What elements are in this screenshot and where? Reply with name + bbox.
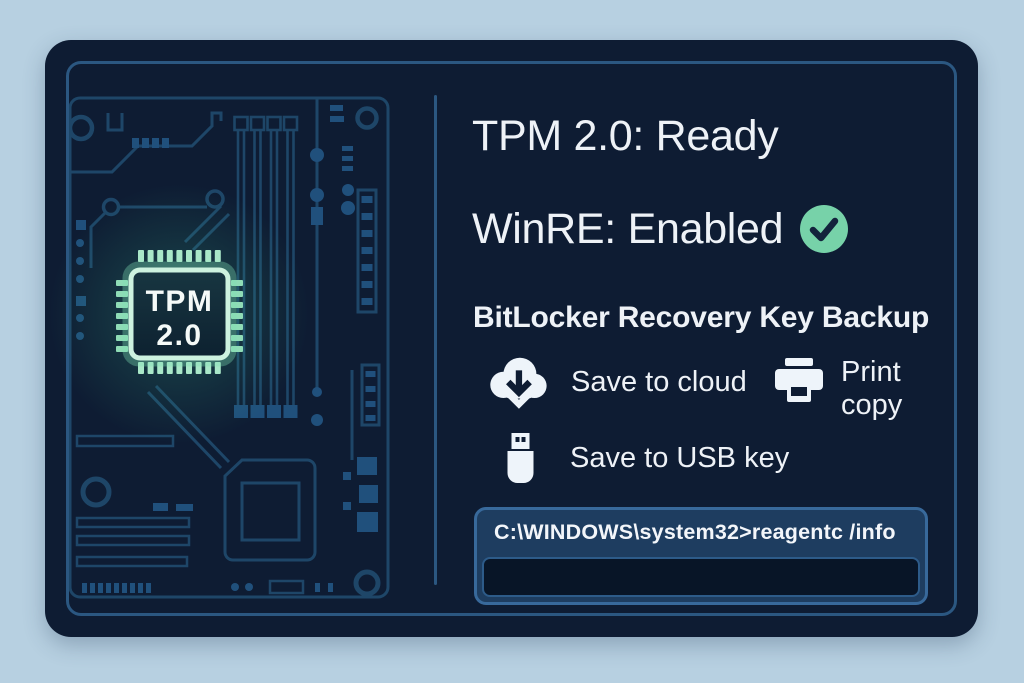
- chip-label-line1: TPM: [146, 285, 214, 318]
- option-save-to-usb: Save to USB key: [507, 431, 789, 485]
- save-to-usb-label: Save to USB key: [570, 441, 790, 474]
- option-print-copy: Print copy: [775, 354, 941, 422]
- mount-hole-top-right: [355, 106, 379, 130]
- bitlocker-title: BitLocker Recovery Key Backup: [473, 301, 930, 334]
- tpm-status-text: TPM 2.0: Ready: [472, 112, 779, 160]
- chip-label-line2: 2.0: [156, 319, 202, 352]
- cloud-download-icon: [490, 357, 547, 409]
- usb-drive-icon: [507, 433, 534, 483]
- terminal-command-text: C:\WINDOWS\system32>reagentc /info: [494, 520, 896, 544]
- print-copy-label: Print copy: [841, 356, 903, 421]
- terminal-command-bar: C:\WINDOWS\system32>reagentc /info: [477, 510, 925, 555]
- infographic-card: TPM 2.0 TPM 2.0: Ready WinRE: Enabled Bi…: [45, 40, 978, 637]
- chipset-outline: [223, 458, 317, 562]
- motherboard-illustration: TPM 2.0: [49, 96, 390, 599]
- winre-status-line: WinRE: Enabled: [472, 200, 849, 258]
- check-icon: [800, 205, 849, 253]
- save-to-cloud-label: Save to cloud: [571, 365, 747, 398]
- circuit-pads: [76, 105, 378, 593]
- terminal-box: C:\WINDOWS\system32>reagentc /info: [474, 507, 928, 605]
- mount-hole-bottom-right: [353, 569, 381, 597]
- mount-hole-top-left: [67, 114, 95, 142]
- tpm-status-line: TPM 2.0: Ready: [472, 112, 779, 161]
- tpm-chip: TPM 2.0: [116, 250, 243, 374]
- option-save-to-cloud: Save to cloud: [483, 348, 747, 416]
- printer-icon: [775, 358, 823, 402]
- terminal-output-area: [482, 557, 920, 597]
- panel-divider: [434, 95, 437, 585]
- winre-status-text: WinRE: Enabled: [472, 204, 784, 253]
